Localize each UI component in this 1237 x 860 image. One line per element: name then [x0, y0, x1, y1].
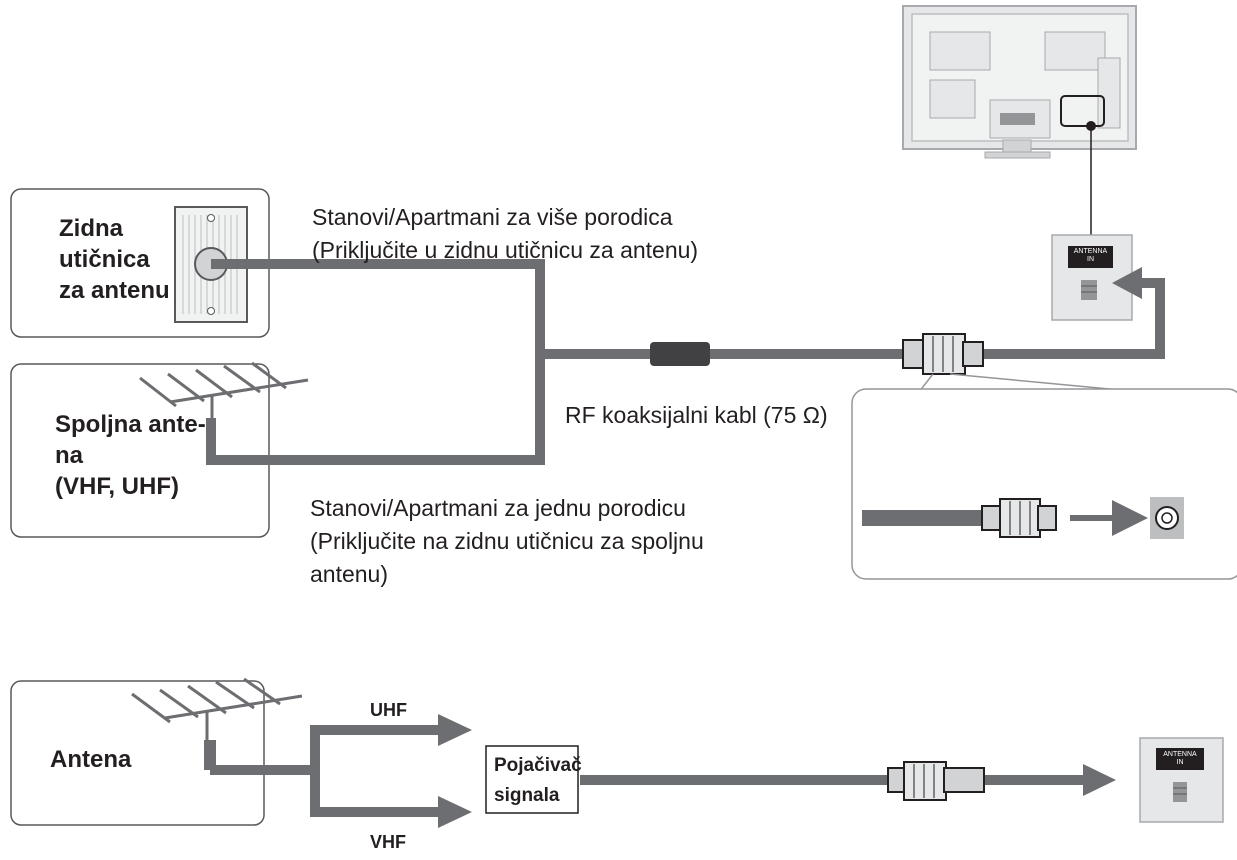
antenna-in-line: IN — [1087, 256, 1094, 263]
bottom-cables — [210, 725, 1085, 817]
bottom-arrow-head — [1083, 764, 1116, 796]
rf-cable-label: RF koaksijalni kabl (75 Ω) — [565, 402, 828, 428]
multi-family-caption: Stanovi/Apartmani za više porodica (Prik… — [312, 201, 698, 267]
antenna-in-text: ANTENNA IN — [1068, 248, 1113, 264]
antenna-in-panel — [1051, 234, 1133, 321]
top-arrow-head — [1112, 267, 1142, 299]
antenna-port-highlight — [1060, 95, 1105, 127]
amplifier-label: Pojačivač signala — [494, 751, 582, 811]
single-family-caption: Stanovi/Apartmani za jednu porodicu (Pri… — [310, 492, 704, 591]
caption-line: (Priključite u zidnu utičnicu za antenu) — [312, 237, 699, 263]
amplifier-label-line: signala — [494, 785, 560, 806]
bottom-coax-connector-icon — [887, 761, 985, 801]
antenna-label: Antena — [50, 746, 132, 773]
antenna-in-line: ANTENNA — [1163, 751, 1197, 758]
antenna-in-line: IN — [1176, 759, 1184, 766]
bottom-antenna-in-text: ANTENNA IN — [1156, 751, 1204, 767]
ferrite-core — [650, 342, 710, 366]
vhf-arrow-head — [438, 796, 472, 828]
amplifier-box — [485, 745, 579, 814]
tv-back-illustration — [902, 5, 1137, 235]
uhf-label: UHF — [370, 700, 407, 720]
antenna-icon — [131, 677, 303, 744]
outdoor-antenna-label-line: (VHF, UHF) — [55, 473, 179, 500]
wall-socket-label: Zidna utičnica za antenu — [59, 213, 170, 306]
bottom-antenna-in-panel — [1139, 737, 1224, 823]
outdoor-antenna-label-line: Spoljna ante- — [55, 411, 206, 438]
connector-detail-callout — [851, 373, 1237, 580]
outdoor-antenna-box — [10, 363, 270, 538]
outdoor-antenna-icon — [139, 361, 309, 418]
top-cables — [206, 259, 1165, 465]
antenna-in-line: ANTENNA — [1073, 248, 1108, 255]
caption-line: antenu) — [310, 561, 389, 587]
wall-socket-label-line: za antenu — [59, 277, 170, 304]
wall-socket-label-line: utičnica — [59, 246, 150, 273]
vhf-label: VHF — [370, 832, 406, 852]
uhf-arrow-head — [438, 714, 472, 746]
outdoor-antenna-label-line: na — [55, 442, 84, 469]
antenna-box — [10, 680, 265, 826]
caption-line: Stanovi/Apartmani za jednu porodicu — [310, 495, 686, 521]
wall-socket-label-line: Zidna — [59, 215, 123, 242]
amplifier-label-line: Pojačivač — [494, 755, 582, 776]
coax-connector-icon — [902, 333, 984, 375]
outdoor-antenna-label: Spoljna ante- na (VHF, UHF) — [55, 409, 206, 502]
caption-line: (Priključite na zidnu utičnicu za spoljn… — [310, 528, 704, 554]
caption-line: Stanovi/Apartmani za više porodica — [312, 204, 673, 230]
